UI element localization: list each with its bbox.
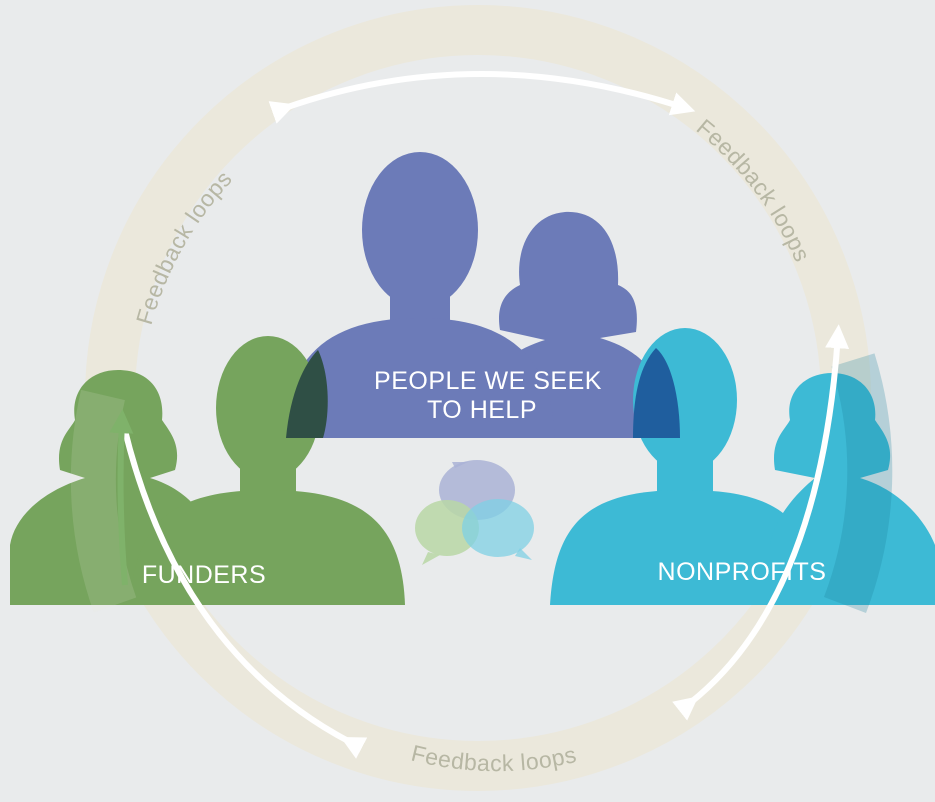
overlap-people-nonprofits (633, 348, 680, 438)
arrow-left (119, 417, 368, 759)
people-group (285, 152, 672, 438)
ring-overlay-left (70, 389, 137, 613)
person-silhouette-icon (130, 336, 405, 605)
person-silhouette-icon (285, 152, 555, 438)
funders-label: FUNDERS (142, 561, 266, 589)
nonprofits-label: NONPROFITS (658, 558, 827, 586)
ring-overlay-right (823, 353, 893, 614)
speech-bubbles-icon (415, 460, 534, 565)
double-arrow-icon (268, 71, 696, 124)
people-label-line1: PEOPLE WE SEEK (374, 367, 602, 395)
arrow-left-top (109, 409, 134, 586)
arrow-right (672, 324, 850, 721)
people-label-line2: TO HELP (427, 396, 537, 424)
overlap-funders-people (286, 350, 328, 438)
